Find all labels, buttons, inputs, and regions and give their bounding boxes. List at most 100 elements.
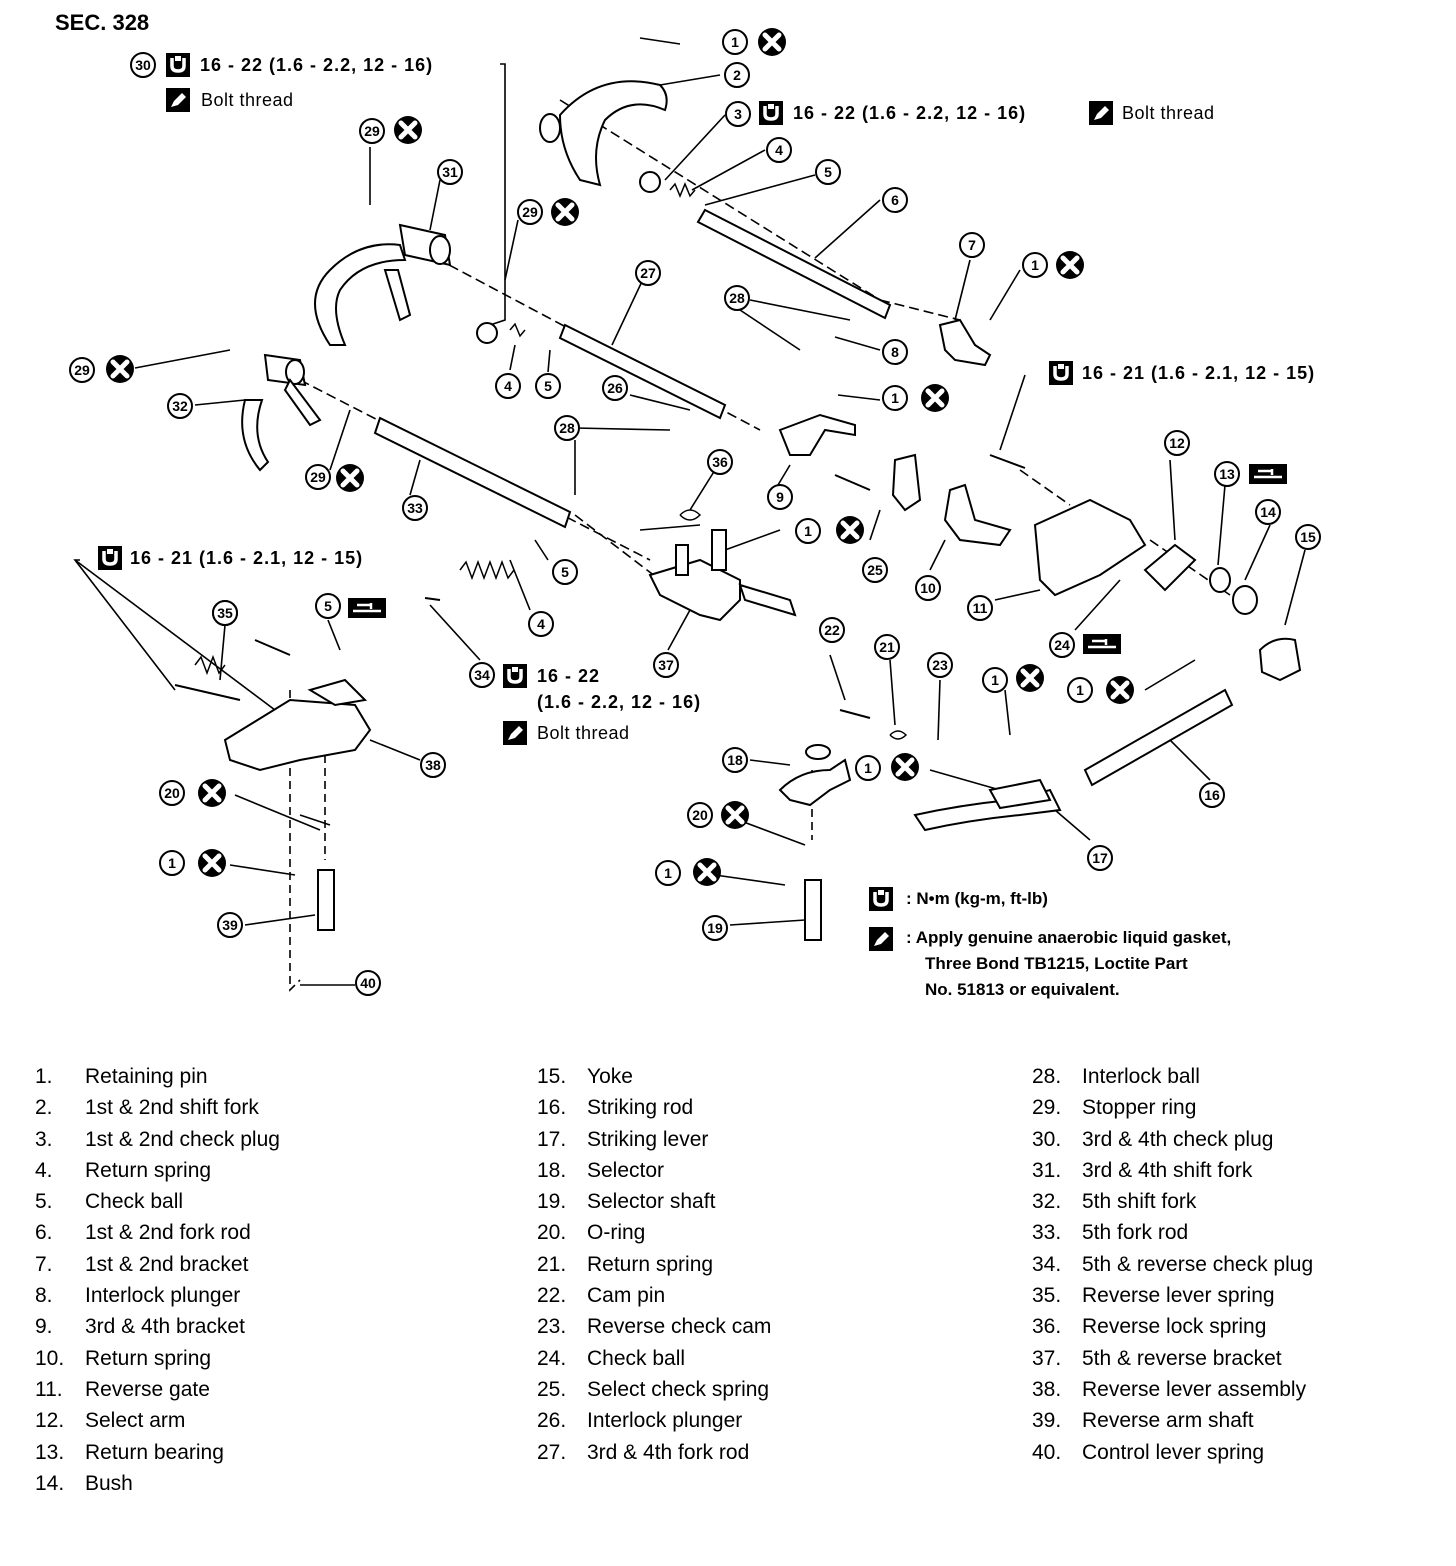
parts-list-item: 34.5th & reverse check plug <box>1032 1253 1313 1284</box>
sealant-icon <box>166 88 190 112</box>
torque-spec-3: 16 - 22 (1.6 - 2.2, 12 - 16) <box>793 103 1026 124</box>
callout-1: 1 <box>882 385 908 411</box>
callout-34: 34 <box>469 662 495 688</box>
callout-1: 1 <box>795 518 821 544</box>
svg-text:12: 12 <box>1169 435 1185 451</box>
part-name: Return spring <box>85 1158 212 1182</box>
callout-33: 33 <box>402 495 428 521</box>
part-name: Striking rod <box>587 1096 694 1120</box>
part-number: 3. <box>35 1127 53 1151</box>
parts-list-item: 30.3rd & 4th check plug <box>1032 1128 1313 1159</box>
callout-9: 9 <box>767 484 793 510</box>
svg-text:1: 1 <box>891 390 899 406</box>
svg-text:14: 14 <box>1260 504 1276 520</box>
callout-10: 10 <box>915 575 941 601</box>
parts-list-item: 14.Bush <box>35 1472 280 1503</box>
parts-list-item: 2.1st & 2nd shift fork <box>35 1096 280 1127</box>
part-number: 12. <box>35 1409 65 1433</box>
svg-text:28: 28 <box>729 290 745 306</box>
callout-39: 39 <box>217 912 243 938</box>
torque-wrench-icon <box>868 886 894 912</box>
part-number: 10. <box>35 1346 65 1370</box>
part-number: 24. <box>537 1346 567 1370</box>
callout-22: 22 <box>819 617 845 643</box>
grease-icon <box>347 597 387 619</box>
parts-list-item: 19.Selector shaft <box>537 1190 771 1221</box>
svg-text:33: 33 <box>407 500 423 516</box>
callout-13: 13 <box>1214 461 1240 487</box>
svg-text:40: 40 <box>360 975 376 991</box>
svg-text:20: 20 <box>692 807 708 823</box>
part-name: Return bearing <box>85 1440 224 1464</box>
svg-text:16: 16 <box>1204 787 1220 803</box>
svg-text:4: 4 <box>537 616 545 632</box>
part-number: 39. <box>1032 1409 1062 1433</box>
svg-text:5: 5 <box>824 164 832 180</box>
parts-list-item: 22.Cam pin <box>537 1284 771 1315</box>
part-number: 27. <box>537 1440 567 1464</box>
callout-29: 29 <box>517 199 543 225</box>
x-mark-icon <box>336 464 364 492</box>
callout-5: 5 <box>815 159 841 185</box>
part-name: 1st & 2nd bracket <box>85 1252 249 1276</box>
x-mark-icon <box>106 355 134 383</box>
leader-lines <box>73 37 1306 992</box>
part-name: Check ball <box>85 1190 184 1214</box>
part-number: 18. <box>537 1158 567 1182</box>
parts-list-item: 11.Reverse gate <box>35 1378 280 1409</box>
callout-17: 17 <box>1087 845 1113 871</box>
part-number: 15. <box>537 1065 567 1088</box>
part-number: 25. <box>537 1377 567 1401</box>
callout-5: 5 <box>552 559 578 585</box>
svg-text:15: 15 <box>1300 529 1316 545</box>
part-number: 9. <box>35 1315 53 1339</box>
grease-marks <box>347 463 1288 655</box>
legend-torque-unit: : N•m (kg-m, ft-lb) <box>906 889 1048 908</box>
callout-29: 29 <box>69 357 95 383</box>
parts-list-item: 24. Check ball <box>537 1347 771 1378</box>
svg-text:27: 27 <box>640 265 656 281</box>
part-number: 7. <box>35 1252 53 1276</box>
svg-text:8: 8 <box>891 344 899 360</box>
bolt-thread-note-3: Bolt thread <box>1122 103 1215 123</box>
parts-list-item: 15. Yoke <box>537 1065 771 1096</box>
part-name: Yoke <box>587 1065 633 1088</box>
part-name: Return spring <box>587 1252 714 1276</box>
part-name: 5th fork rod <box>1082 1221 1189 1245</box>
part-name: Selector <box>587 1158 665 1182</box>
part-name: Retaining pin <box>85 1065 208 1088</box>
part-name: 3rd & 4th check plug <box>1082 1127 1274 1151</box>
svg-text:24: 24 <box>1054 637 1070 653</box>
part-name: Reverse gate <box>85 1377 210 1401</box>
svg-text:1: 1 <box>804 523 812 539</box>
part-name: 3rd & 4th bracket <box>85 1315 245 1339</box>
part-name: Interlock plunger <box>587 1409 743 1433</box>
callout-6: 6 <box>882 187 908 213</box>
callout-1: 1 <box>982 667 1008 693</box>
part-name: Check ball <box>587 1346 686 1370</box>
torque-spec-34-line1: 16 - 22 <box>537 666 601 686</box>
torque-value: 16 - 22 (1.6 - 2.2, 12 - 16) <box>793 103 1027 123</box>
torque-spec-left: 16 - 21 (1.6 - 2.1, 12 - 15) <box>130 548 364 568</box>
part-name: Reverse check cam <box>587 1315 772 1339</box>
part-number: 28. <box>1032 1065 1062 1088</box>
part-name: 5th & reverse bracket <box>1082 1346 1282 1370</box>
bolt-thread-note-30: Bolt thread <box>201 90 294 110</box>
callout-32: 32 <box>167 393 193 419</box>
callout-4: 4 <box>495 373 521 399</box>
part-name: Select arm <box>85 1409 186 1433</box>
svg-text:13: 13 <box>1219 466 1235 482</box>
svg-text:1: 1 <box>1031 257 1039 273</box>
x-mark-icon <box>891 753 919 781</box>
callout-2: 2 <box>724 62 750 88</box>
x-mark-icon <box>693 858 721 886</box>
part-number: 17. <box>537 1127 567 1151</box>
callout-19: 19 <box>702 915 728 941</box>
part-name: 3rd & 4th shift fork <box>1082 1158 1253 1182</box>
part-name: Interlock ball <box>1082 1065 1200 1088</box>
callouts: 1234567891011121314151617181920212223242… <box>69 29 1321 996</box>
part-number: 16. <box>537 1096 567 1120</box>
callout-28: 28 <box>724 285 750 311</box>
part-name: Reverse lever spring <box>1082 1284 1275 1308</box>
